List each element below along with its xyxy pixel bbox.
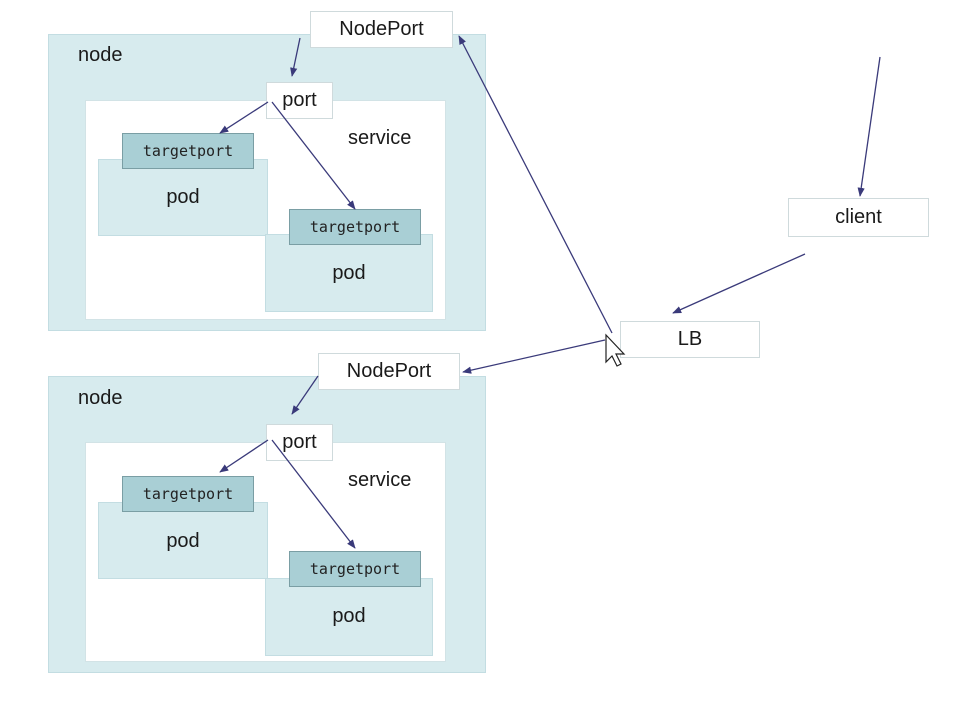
cursor-icon <box>605 333 626 367</box>
pod-1b-label: pod <box>332 261 366 284</box>
targetport-1a: targetport <box>122 133 254 169</box>
port-2-box: port <box>266 424 333 461</box>
arrow-port-1-to-targetport-1b <box>271 101 356 210</box>
arrow-lb-to-nodeport-2 <box>462 339 606 374</box>
node-1-label: node <box>78 44 123 66</box>
node-2-label: node <box>78 387 123 409</box>
targetport-1b: targetport <box>289 209 421 245</box>
targetport-2a: targetport <box>122 476 254 512</box>
nodeport-2-box: NodePort <box>318 353 460 390</box>
pod-1a-box <box>98 159 268 236</box>
service-1-label: service <box>348 127 412 149</box>
pod-2a-label: pod <box>166 529 200 552</box>
arrow-lb-to-nodeport-1 <box>458 35 613 334</box>
arrow-nodeport-2-to-port-2 <box>291 375 319 415</box>
pod-1a-label: pod <box>166 185 200 208</box>
arrow-port-2-to-targetport-2a <box>219 439 269 473</box>
client-box: client <box>788 198 929 237</box>
arrow-client-to-lb <box>672 253 806 314</box>
arrow-port-1-to-targetport-1a <box>219 101 269 134</box>
port-1-box: port <box>266 82 333 119</box>
pod-2b-box <box>265 578 433 656</box>
pod-1b-box <box>265 234 433 312</box>
targetport-2b: targetport <box>289 551 421 587</box>
arrow-port-2-to-targetport-2b <box>271 439 356 549</box>
arrow-nodeport-1-to-port-1 <box>290 37 301 77</box>
lb-box: LB <box>620 321 760 358</box>
service-2-label: service <box>348 469 412 491</box>
arrow-client-to-top <box>857 56 881 197</box>
nodeport-1-box: NodePort <box>310 11 453 48</box>
pod-2b-label: pod <box>332 604 366 627</box>
